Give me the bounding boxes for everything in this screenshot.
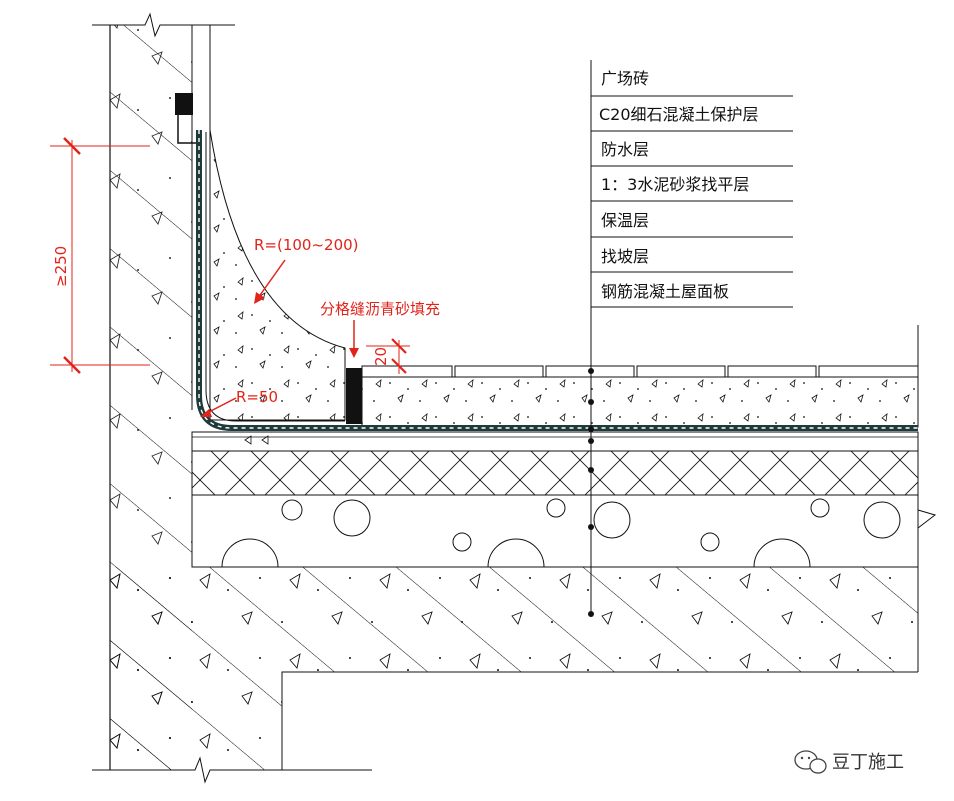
- radius-small-annotation: R=50: [200, 388, 278, 417]
- radius-large-label: R=(100~200): [254, 236, 359, 254]
- flashing-cap: [175, 93, 200, 144]
- joint-height-label: 20: [372, 347, 390, 366]
- waterproof-membrane: [196, 130, 918, 431]
- wall-break-line-top: [92, 12, 235, 130]
- radius-small-label: R=50: [236, 388, 278, 406]
- layer-label-slab: 钢筋混凝土屋面板: [601, 282, 729, 301]
- watermark-text: 豆丁施工: [832, 752, 904, 773]
- layer-label-insulation: 保温层: [601, 211, 649, 230]
- layer-label-slope: 找坡层: [601, 247, 649, 266]
- wall-break-line-bottom: [92, 756, 372, 784]
- layer-label-screed: 1：3水泥砂浆找平层: [601, 175, 749, 194]
- layer-label-waterproof: 防水层: [601, 140, 649, 159]
- joint-height-dimension: 20: [366, 338, 410, 374]
- roof-slab: [110, 566, 919, 770]
- wechat-icon: [794, 750, 827, 774]
- joint-filler: [346, 368, 362, 424]
- height-dimension: ≥250: [50, 137, 150, 374]
- insulation-layer: [191, 450, 919, 496]
- layer-label-tile: 广场砖: [601, 69, 649, 88]
- protective-concrete-layer: [361, 376, 919, 428]
- joint-fill-annotation: 分格缝沥青砂填充: [320, 300, 440, 358]
- layer-leader-line: [588, 60, 594, 617]
- radius-large-annotation: R=(100~200): [254, 236, 359, 304]
- layer-label-protective-concrete: C20细石混凝土保护层: [599, 105, 759, 124]
- joint-fill-label: 分格缝沥青砂填充: [320, 300, 440, 318]
- screed-layer: [191, 431, 919, 452]
- layer-callout-table: 广场砖 C20细石混凝土保护层 防水层 1：3水泥砂浆找平层 保温层 找坡层 钢…: [591, 69, 793, 308]
- paving-tiles: [361, 325, 919, 378]
- watermark: 豆丁施工: [794, 750, 904, 774]
- slope-layer: [191, 494, 937, 568]
- dimension-height-label: ≥250: [52, 246, 70, 287]
- cove-fillet: [209, 129, 346, 421]
